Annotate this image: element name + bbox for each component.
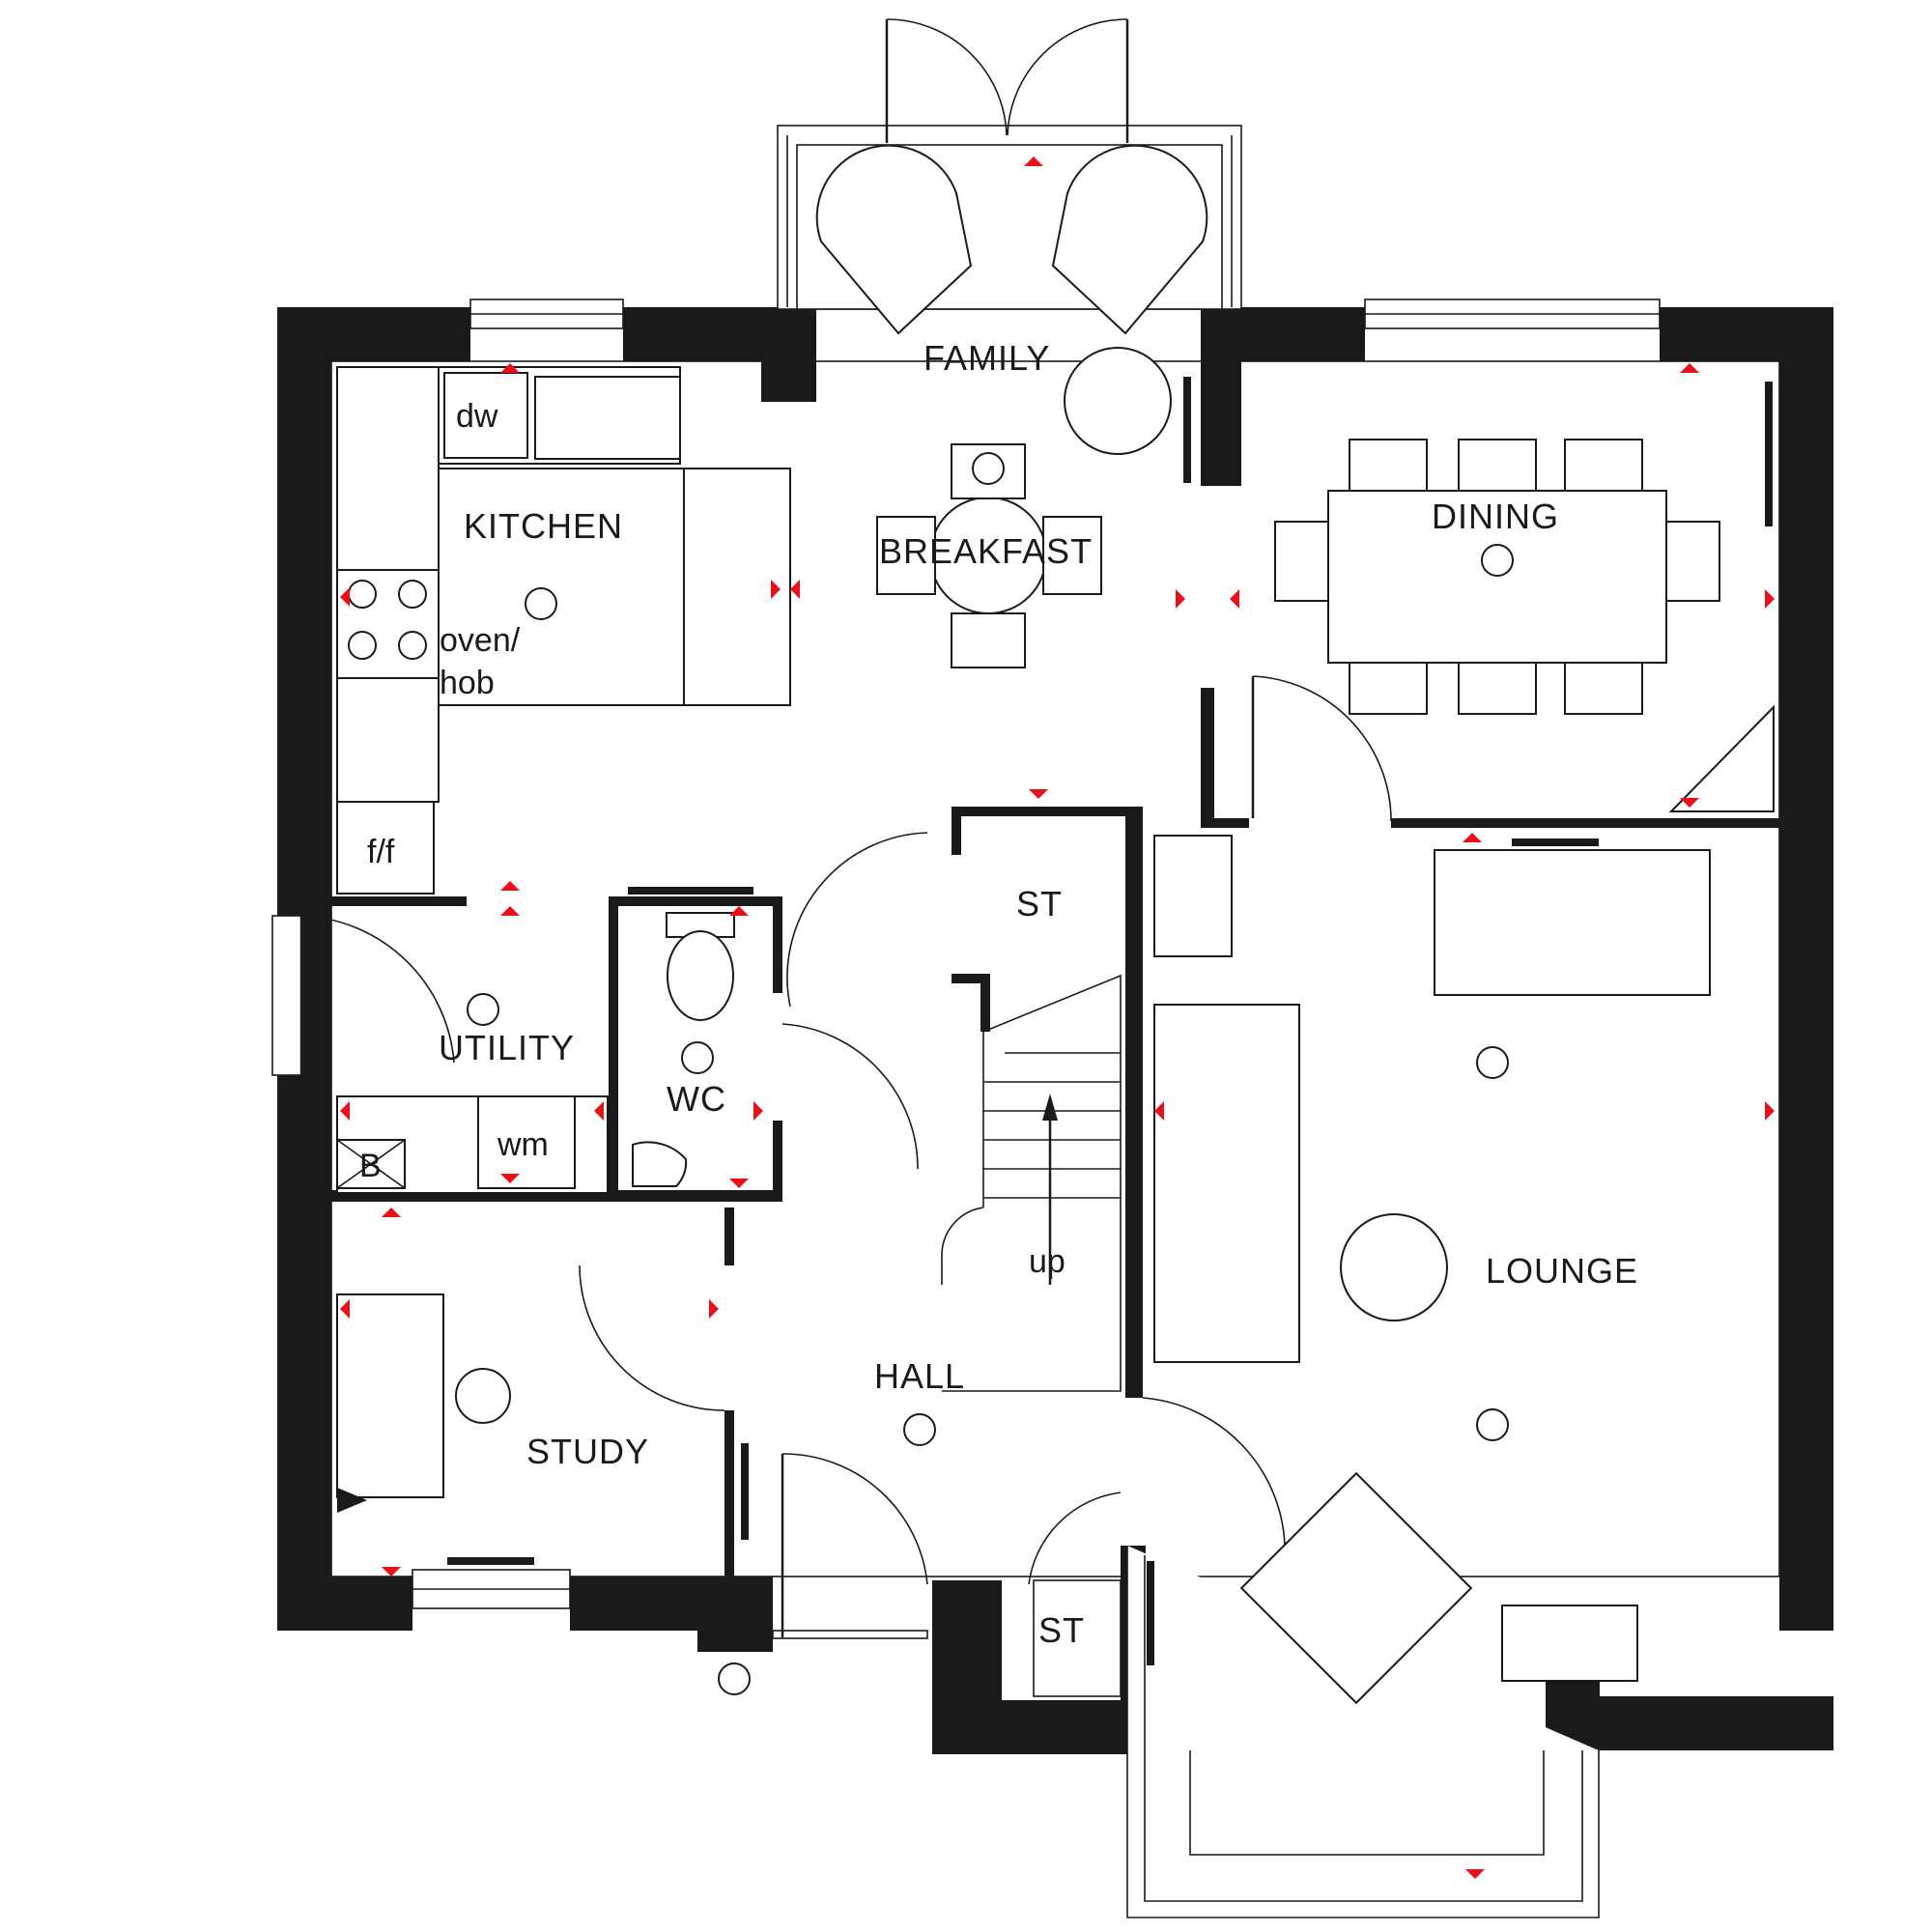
room-store-upper: ST (1016, 884, 1063, 923)
staircase (941, 974, 1122, 1392)
fixture-labels: dw oven/ hob f/f wm B up (359, 398, 1065, 1280)
room-hall: HALL (874, 1356, 965, 1396)
room-labels: FAMILY KITCHEN BREAKFAST DINING UTILITY … (439, 338, 1638, 1650)
room-breakfast: BREAKFAST (879, 531, 1093, 571)
red-markers (337, 156, 1775, 1879)
label-stairs-up: up (1029, 1243, 1065, 1280)
room-kitchen: KITCHEN (464, 506, 623, 546)
label-washing-machine: wm (497, 1126, 549, 1163)
room-study: STUDY (526, 1432, 649, 1471)
windows (412, 298, 1773, 1665)
room-dining: DINING (1432, 497, 1559, 536)
lounge-bay (1126, 1546, 1600, 1918)
label-fridge-freezer: f/f (367, 834, 395, 870)
label-oven-line1: oven/ (440, 622, 521, 659)
room-family: FAMILY (923, 338, 1050, 378)
label-dishwasher: dw (456, 398, 498, 435)
label-oven-line2: hob (440, 665, 495, 701)
wall-outline (330, 360, 1780, 1577)
label-boiler: B (359, 1148, 382, 1184)
furniture (336, 144, 1775, 1705)
room-utility: UTILITY (439, 1028, 575, 1067)
room-wc: WC (667, 1079, 726, 1119)
room-lounge: LOUNGE (1486, 1251, 1638, 1291)
doors (271, 675, 1392, 1639)
room-store-lower: ST (1038, 1610, 1085, 1650)
